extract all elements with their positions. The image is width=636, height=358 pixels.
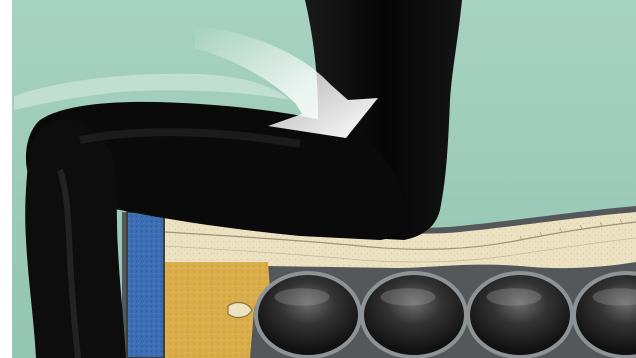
blue-side-edge xyxy=(127,212,164,358)
air-cell xyxy=(258,275,358,355)
air-cell xyxy=(470,275,570,355)
air-cell-highlight xyxy=(275,288,330,306)
left-white-margin xyxy=(0,0,12,358)
air-cell-highlight xyxy=(381,288,436,306)
air-cell xyxy=(364,275,464,355)
air-cell-highlight xyxy=(487,288,542,306)
